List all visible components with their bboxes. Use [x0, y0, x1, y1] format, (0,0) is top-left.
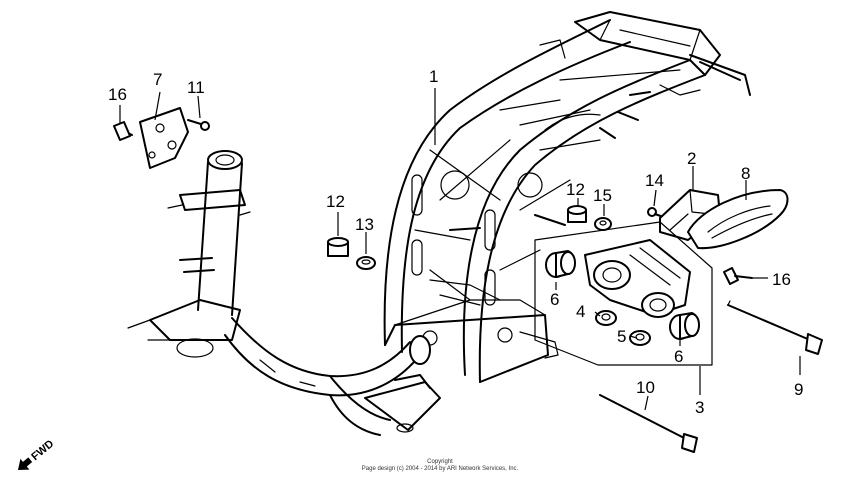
nut-12-right — [567, 205, 587, 223]
bolt-16-right — [723, 267, 753, 285]
callout-6-left: 6 — [550, 290, 559, 309]
main-frame — [383, 11, 751, 383]
long-bolt-9 — [727, 300, 823, 355]
callout-16-left: 16 — [108, 85, 127, 104]
nut-12-left — [327, 237, 349, 257]
callout-2: 2 — [687, 149, 696, 168]
callout-14: 14 — [645, 171, 664, 190]
callout-9: 9 — [794, 380, 803, 399]
callout-10: 10 — [636, 378, 655, 397]
callout-12-right: 12 — [566, 180, 585, 199]
callout-8: 8 — [741, 164, 750, 183]
collar-5 — [629, 330, 651, 346]
bushing-6-left — [545, 250, 576, 278]
bushing-6-right — [669, 312, 700, 340]
callout-1: 1 — [429, 67, 438, 86]
mount-assembly-3 — [534, 221, 713, 366]
steering-head-frame — [127, 150, 441, 436]
callout-7: 7 — [153, 70, 162, 89]
copyright-text: Page design (c) 2004 - 2014 by ARI Netwo… — [361, 466, 519, 472]
screw-14 — [647, 207, 667, 219]
long-bolt-10 — [599, 394, 698, 453]
forward-direction-indicator: FWD — [18, 438, 56, 470]
bolt-11 — [187, 119, 210, 131]
leader-lines — [119, 88, 801, 411]
washer-13 — [356, 256, 376, 270]
callout-3: 3 — [695, 398, 704, 417]
callout-6-right: 6 — [674, 347, 683, 366]
callout-4: 4 — [576, 302, 585, 321]
bracket-7 — [139, 107, 189, 169]
copyright-title: Copyright — [427, 459, 453, 465]
collar-4 — [595, 310, 617, 326]
callout-12-left: 12 — [326, 192, 345, 211]
washer-15 — [594, 217, 612, 231]
copyright-notice: Copyright Page design (c) 2004 - 2014 by… — [300, 459, 580, 473]
bolt-16-left — [113, 121, 133, 141]
callout-13: 13 — [355, 215, 374, 234]
cover-8 — [687, 189, 789, 250]
callout-16-right: 16 — [772, 270, 791, 289]
forward-arrow-icon — [18, 457, 33, 470]
callout-11: 11 — [187, 78, 205, 97]
callout-5: 5 — [617, 327, 626, 346]
callout-15: 15 — [593, 186, 612, 205]
forward-label: FWD — [29, 438, 56, 463]
